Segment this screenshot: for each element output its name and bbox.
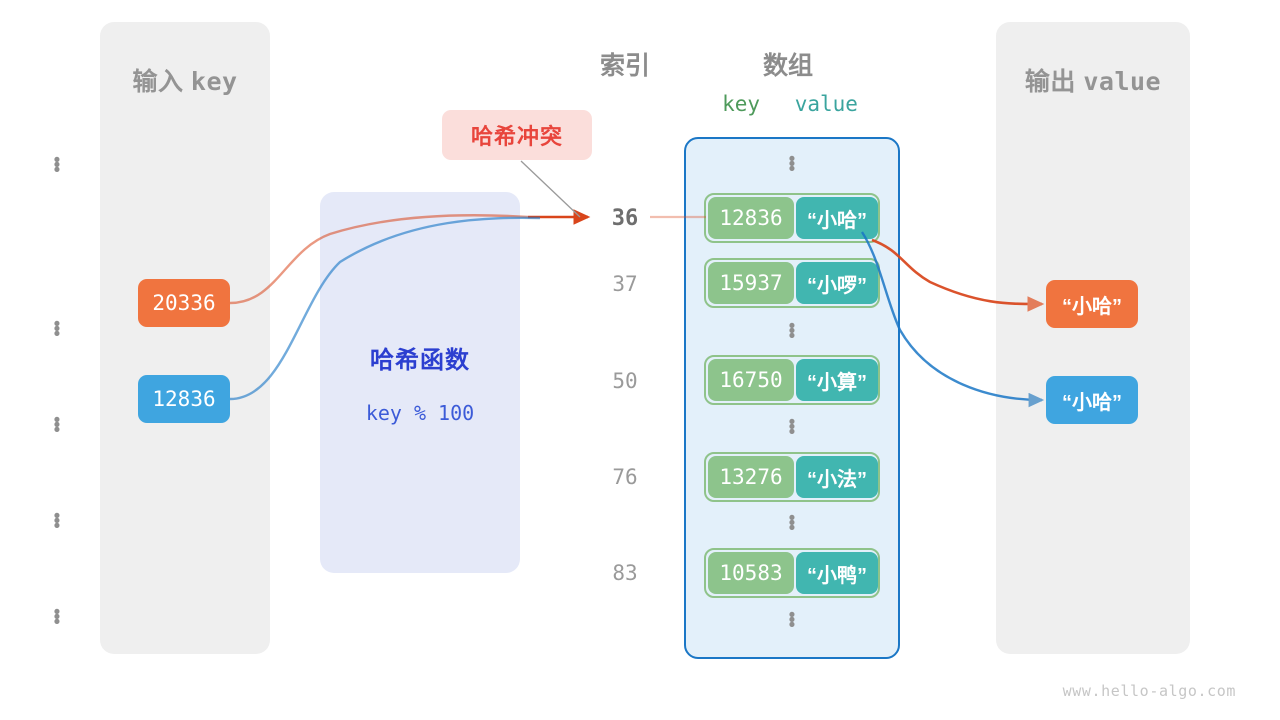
bucket-row-37[interactable]: 15937 “小啰” <box>704 258 880 308</box>
index-ellipsis: ••• <box>53 506 61 537</box>
output-value-chip-blue[interactable]: “小哈” <box>1046 376 1138 424</box>
bucket-value: “小哈” <box>796 197 878 239</box>
input-key-chip-12836[interactable]: 12836 <box>138 375 230 423</box>
output-panel-title-cn: 输出 <box>1024 68 1076 96</box>
output-panel-title-mono: value <box>1083 67 1162 96</box>
index-label-76: 76 <box>612 465 638 489</box>
bucket-row-83[interactable]: 10583 “小鸭” <box>704 548 880 598</box>
array-ellipsis: ••• <box>788 149 796 180</box>
output-value-chip-orange[interactable]: “小哈” <box>1046 280 1138 328</box>
input-panel-title: 输入 key <box>100 62 270 98</box>
array-ellipsis: ••• <box>788 605 796 636</box>
output-value-panel: 输出 value <box>996 22 1190 654</box>
bucket-key: 16750 <box>708 359 794 401</box>
key-subheading-label: key <box>722 92 761 116</box>
input-key-chip-20336[interactable]: 20336 <box>138 279 230 327</box>
index-label-83: 83 <box>612 561 638 585</box>
hash-table-array: ••• 12836 “小哈” 15937 “小啰” ••• 16750 “小算”… <box>684 137 900 659</box>
input-panel-title-mono: key <box>190 67 238 96</box>
hash-function-title: 哈希函数 <box>370 347 470 374</box>
hash-collision-callout: 哈希冲突 <box>442 110 592 160</box>
index-ellipsis: ••• <box>53 314 61 345</box>
index-label-50: 50 <box>612 369 638 393</box>
array-ellipsis: ••• <box>788 316 796 347</box>
index-ellipsis: ••• <box>53 150 61 181</box>
input-panel-title-cn: 输入 <box>132 68 184 96</box>
bucket-value: “小算” <box>796 359 878 401</box>
hash-collision-label: 哈希冲突 <box>470 124 563 149</box>
input-key-panel: 输入 key <box>100 22 270 654</box>
index-column-heading: 索引 <box>599 52 650 80</box>
index-ellipsis: ••• <box>53 410 61 441</box>
watermark: www.hello-algo.com <box>1062 682 1236 700</box>
array-ellipsis: ••• <box>788 412 796 443</box>
array-ellipsis: ••• <box>788 508 796 539</box>
value-subheading-label: value <box>794 92 858 116</box>
key-value-subheading: key value <box>684 92 896 116</box>
output-panel-title: 输出 value <box>996 62 1190 98</box>
index-ellipsis: ••• <box>53 602 61 633</box>
bucket-key: 13276 <box>708 456 794 498</box>
bucket-key: 10583 <box>708 552 794 594</box>
hash-function-box: 哈希函数 key % 100 <box>320 192 520 573</box>
bucket-key: 12836 <box>708 197 794 239</box>
bucket-row-76[interactable]: 13276 “小法” <box>704 452 880 502</box>
hash-function-formula: key % 100 <box>365 401 475 425</box>
bucket-key: 15937 <box>708 262 794 304</box>
index-label-36: 36 <box>611 206 639 231</box>
bucket-value: “小法” <box>796 456 878 498</box>
bucket-row-50[interactable]: 16750 “小算” <box>704 355 880 405</box>
bucket-row-36[interactable]: 12836 “小哈” <box>704 193 880 243</box>
bucket-value: “小啰” <box>796 262 878 304</box>
array-column-heading: 数组 <box>762 52 813 80</box>
index-label-37: 37 <box>612 272 638 296</box>
bucket-value: “小鸭” <box>796 552 878 594</box>
